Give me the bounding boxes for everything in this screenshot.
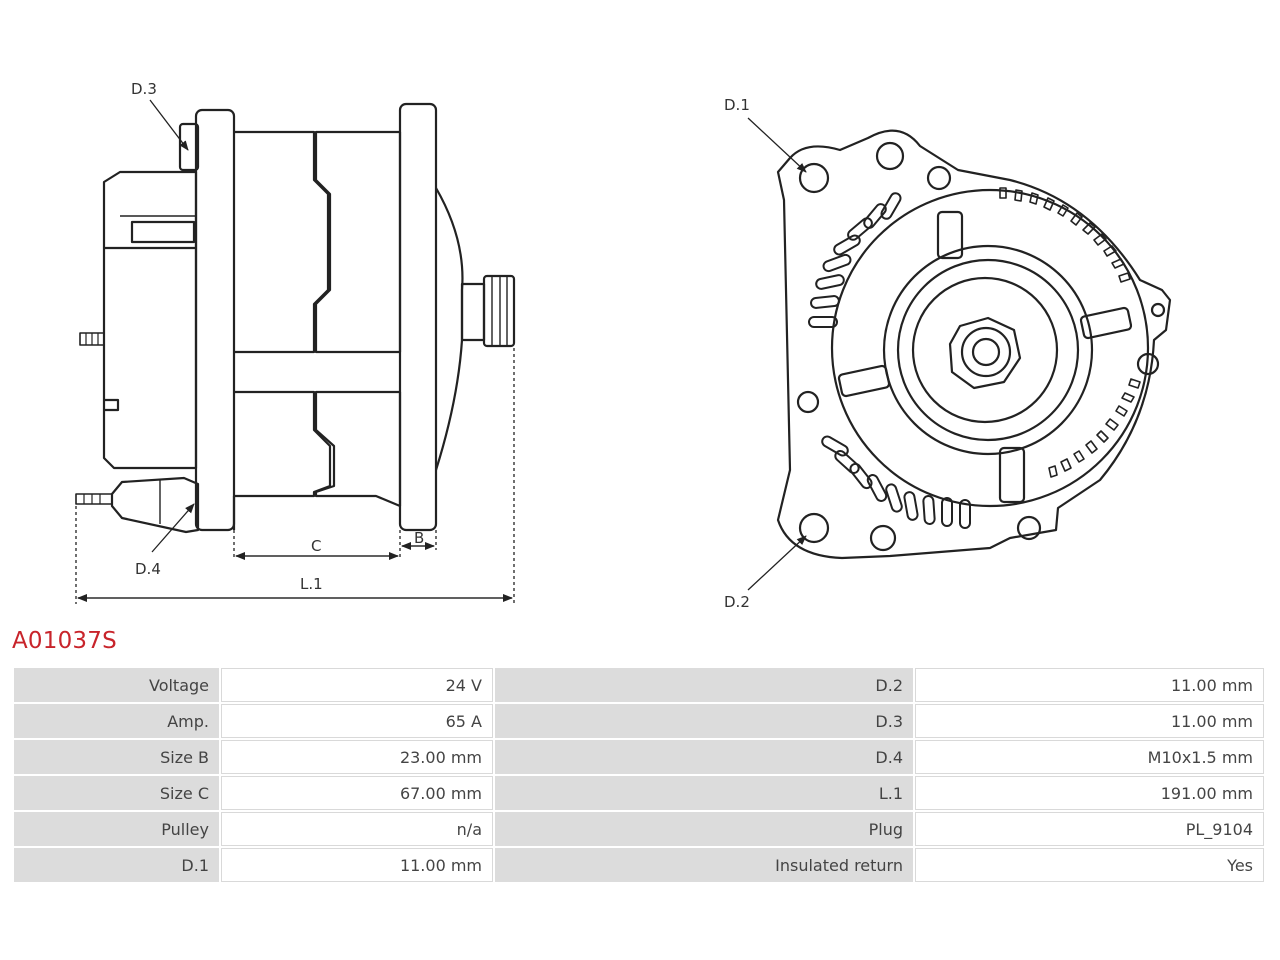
spec-key: D.1 [14, 848, 219, 882]
table-row: Amp. 65 A D.3 11.00 mm [14, 704, 1264, 738]
spec-key: Amp. [14, 704, 219, 738]
spec-value: 24 V [221, 668, 493, 702]
spec-value: 23.00 mm [221, 740, 493, 774]
spec-value: PL_9104 [915, 812, 1264, 846]
spec-key: Size C [14, 776, 219, 810]
spec-key: Pulley [14, 812, 219, 846]
spec-value: Yes [915, 848, 1264, 882]
spec-value: M10x1.5 mm [915, 740, 1264, 774]
spec-key: Size B [14, 740, 219, 774]
table-row: Voltage 24 V D.2 11.00 mm [14, 668, 1264, 702]
spec-key: L.1 [495, 776, 913, 810]
label-d1: D.1 [724, 96, 750, 114]
spec-value: 191.00 mm [915, 776, 1264, 810]
front-view-drawing [776, 129, 1172, 560]
specs-table-body: Voltage 24 V D.2 11.00 mm Amp. 65 A D.3 … [14, 668, 1264, 882]
specs-table: Voltage 24 V D.2 11.00 mm Amp. 65 A D.3 … [12, 666, 1266, 884]
label-d2: D.2 [724, 593, 750, 611]
table-row: Pulley n/a Plug PL_9104 [14, 812, 1264, 846]
spec-key: D.2 [495, 668, 913, 702]
spec-key: Voltage [14, 668, 219, 702]
spec-key: Plug [495, 812, 913, 846]
spec-value: 11.00 mm [915, 668, 1264, 702]
table-row: D.1 11.00 mm Insulated return Yes [14, 848, 1264, 882]
dimension-lines [75, 99, 515, 604]
label-c: C [311, 537, 321, 555]
spec-value: 11.00 mm [915, 704, 1264, 738]
label-d4: D.4 [135, 560, 161, 578]
spec-key: Insulated return [495, 848, 913, 882]
spec-key: D.3 [495, 704, 913, 738]
table-row: Size C 67.00 mm L.1 191.00 mm [14, 776, 1264, 810]
label-l1: L.1 [300, 575, 323, 593]
table-row: Size B 23.00 mm D.4 M10x1.5 mm [14, 740, 1264, 774]
label-d3: D.3 [131, 80, 157, 98]
side-view-drawing [75, 102, 516, 534]
spec-value: 65 A [221, 704, 493, 738]
spec-value: n/a [221, 812, 493, 846]
spec-value: 67.00 mm [221, 776, 493, 810]
label-b: B [414, 529, 424, 547]
spec-value: 11.00 mm [221, 848, 493, 882]
product-code: A01037S [12, 628, 117, 654]
technical-drawing: D.3 D.4 C B L.1 [75, 80, 1172, 611]
spec-key: D.4 [495, 740, 913, 774]
